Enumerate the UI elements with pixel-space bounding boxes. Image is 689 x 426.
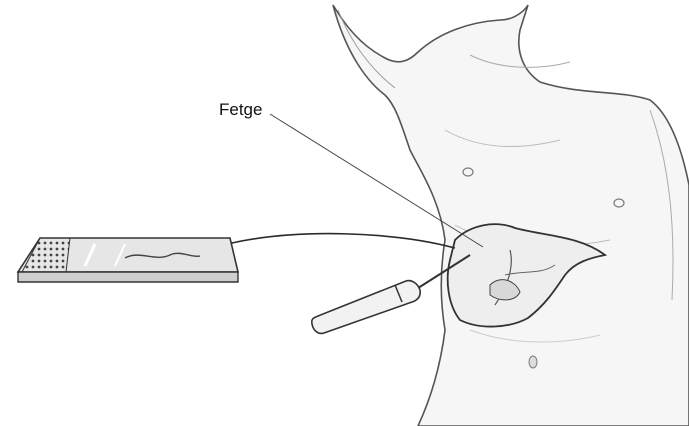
microscope-slide xyxy=(18,238,238,282)
slide-edge xyxy=(18,272,238,282)
transfer-arrow xyxy=(232,234,455,248)
navel xyxy=(529,356,537,368)
syringe-barrel xyxy=(312,281,420,334)
human-torso xyxy=(333,5,689,426)
organ-label: Fetge xyxy=(219,100,262,120)
torso-outline xyxy=(333,5,689,426)
